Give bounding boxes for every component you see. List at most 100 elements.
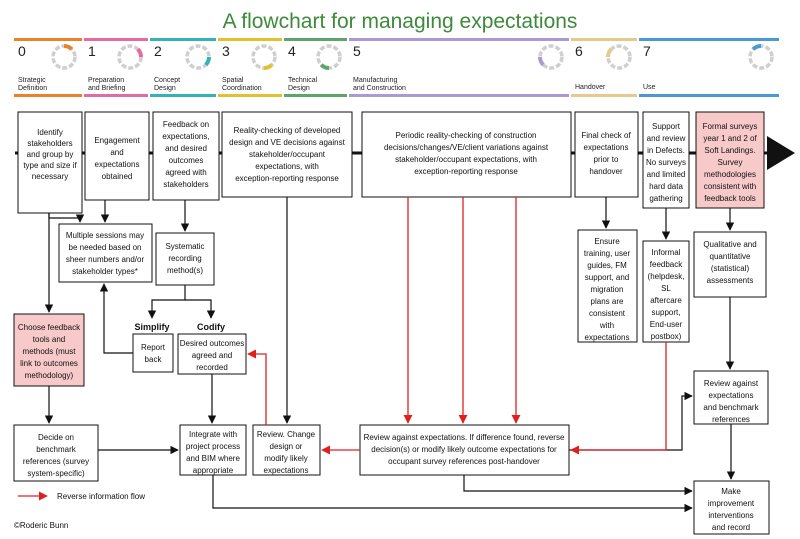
stage-7-label: Use [643,84,656,91]
box-reality-check-design [221,111,353,198]
copyright: ©Roderic Bunn [14,521,68,530]
box-formal-surveys [695,111,765,209]
timeline-arrow [767,136,795,170]
box-review-benchmark [693,370,769,425]
stage-5-ring-icon [538,44,564,70]
stage-4-ring-icon [316,44,342,70]
stage-0-ring-highlight [63,44,74,51]
box-identify-stakeholders [17,111,83,214]
box-choose-feedback [13,313,85,387]
stage-6-label: Handover [575,84,606,91]
stage-7-ring-highlight [751,44,762,51]
box-report-back [132,333,174,373]
stage-3-top-bar [218,38,282,41]
stage-1-ring-highlight [136,47,143,58]
box-informal-feedback [642,240,690,343]
simplify-label: Simplify [134,322,169,332]
box-engagement [84,111,150,201]
stage-1-number: 1 [88,43,96,59]
red-arrow-informal-to-review [570,342,667,455]
stage-6-number: 6 [575,43,583,59]
stage-3-ring-highlight [263,63,274,70]
stage-6-bottom-bar [571,94,637,97]
codify-label: Codify [197,322,225,332]
arrow-integrate-to-improvement [212,475,693,513]
box-multiple-sessions [58,223,153,283]
arrow-identify-to-sessions [48,213,85,223]
arrow-reviewagainst-to-benchmark [569,391,693,451]
stage-0-number: 0 [18,43,26,59]
box-support-review [642,111,690,209]
legend-label: Reverse information flow [57,492,145,501]
stage-2-number: 2 [154,43,162,59]
stage-7-top-bar [639,38,779,41]
box-qualitative [693,231,767,298]
stage-0-top-bar [14,38,82,41]
stage-4-number: 4 [288,43,296,59]
box-make-improvement [693,480,770,535]
stage-4-ring-highlight [319,63,330,70]
arrow-review-to-improvement [463,475,693,496]
stage-6-top-bar [571,38,637,41]
page-title: A flowchart for managing expectations [223,10,578,33]
red-arrow-change-to-outcomes [247,349,267,425]
stage-4-bottom-bar [284,94,347,97]
box-periodic-check [361,111,572,198]
stage-5-number: 5 [353,43,361,59]
stage-5-top-bar [349,38,569,41]
stage-4-top-bar [284,38,347,41]
stage-5-ring-highlight [538,56,545,67]
stage-7-bottom-bar [639,94,779,97]
box-feedback-expectations [152,111,220,201]
box-review-change [252,424,321,476]
stage-6-ring-highlight [606,47,613,58]
stage-2-top-bar [150,38,216,41]
box-periodic-check-text: Periodic reality-checking of constructio… [384,131,549,176]
arrow-systematic-to-codify [185,299,216,319]
arrow-reportback-to-sessions [99,283,133,354]
box-decide-benchmark [13,424,99,482]
box-systematic-recording [155,232,215,286]
box-desired-outcomes [177,333,247,375]
stage-0-bottom-bar [14,94,82,97]
arrow-systematic-to-simplify [147,285,186,319]
box-integrate [179,424,247,476]
box-ensure-training [577,229,638,343]
stage-3-bottom-bar [218,94,282,97]
stage-7-number: 7 [643,43,651,59]
stage-2-bottom-bar [150,94,216,97]
stage-3-number: 3 [222,43,230,59]
stage-2-ring-highlight [204,56,211,67]
stage-6-ring-icon [606,44,632,70]
box-review-against [359,424,570,476]
stage-1-top-bar [84,38,148,41]
stage-1-bottom-bar [84,94,148,97]
box-review-against-text: Review against expectations. If differen… [364,433,565,466]
